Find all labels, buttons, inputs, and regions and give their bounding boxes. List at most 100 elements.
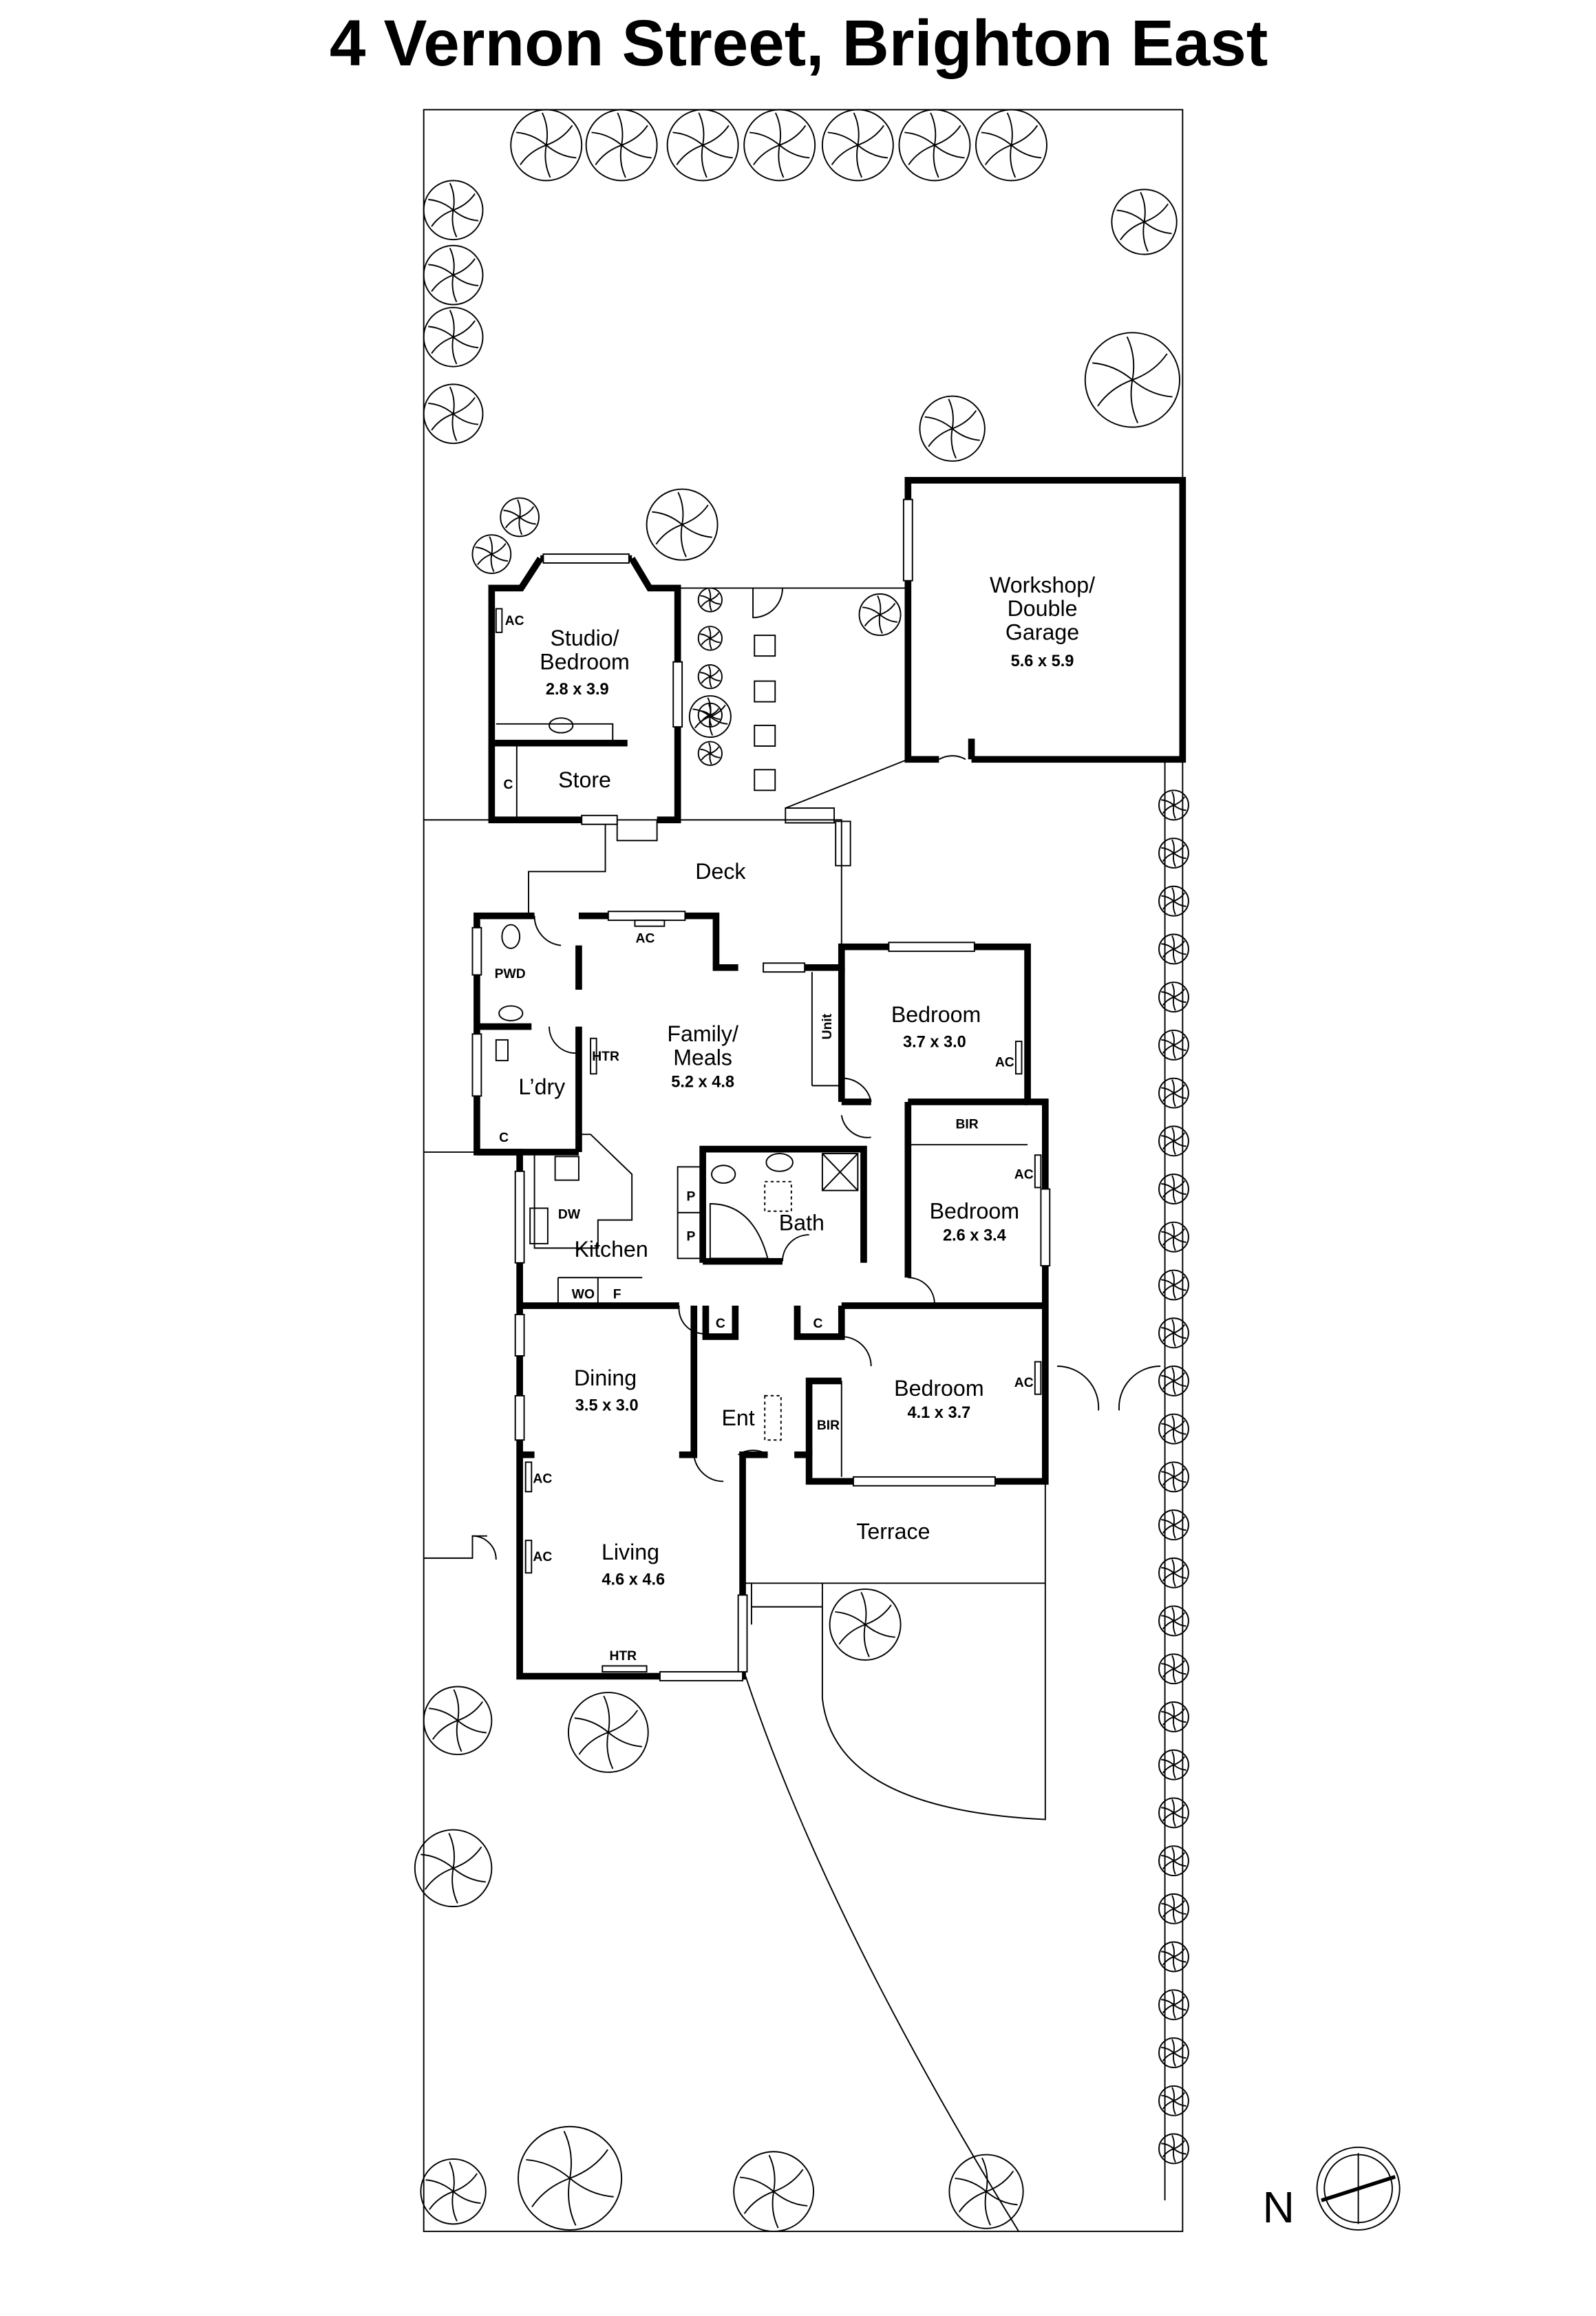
bedroom3-name: Bedroom <box>894 1376 983 1401</box>
garage-building <box>902 477 1187 763</box>
tree-icon <box>697 664 723 690</box>
family-name-2: Meals <box>673 1045 732 1070</box>
tree-icon <box>743 109 816 182</box>
tree-icon <box>1158 1077 1189 1109</box>
tree-icon <box>518 2125 623 2231</box>
tree-icon <box>414 1829 493 1908</box>
family-dims: 5.2 x 4.8 <box>671 1073 734 1091</box>
unit-label: Unit <box>820 1013 835 1039</box>
tree-icon <box>423 383 484 445</box>
bedroom3-bir-label: BIR <box>817 1419 840 1433</box>
pantry-label: P <box>687 1190 696 1204</box>
main-house <box>471 911 1051 1681</box>
entry-name: Ent <box>721 1405 754 1430</box>
tree-icon <box>1158 2133 1189 2165</box>
dining-name: Dining <box>574 1366 637 1390</box>
site-lines <box>423 587 1161 2232</box>
studio-name: Studio/ <box>550 626 619 650</box>
living-name: Living <box>602 1540 659 1564</box>
cupboard-label-2: C <box>813 1317 822 1331</box>
bedroom2-bir-label: BIR <box>956 1118 979 1132</box>
tree-icon <box>1158 838 1189 869</box>
tree-icon <box>423 306 484 368</box>
tree-icon <box>975 109 1047 182</box>
tree-icon <box>1158 1941 1189 1973</box>
tree-icon <box>500 497 540 538</box>
family-htr-label: HTR <box>592 1050 619 1064</box>
tree-icon <box>1158 1317 1189 1349</box>
garage-name-2: Double <box>1008 596 1078 621</box>
tree-icon <box>567 1692 649 1773</box>
kitchen-name: Kitchen <box>574 1237 648 1262</box>
tree-icon <box>423 180 484 241</box>
tree-icon <box>1158 885 1189 917</box>
tree-icon <box>1158 1029 1189 1061</box>
bedroom2-dims: 2.6 x 3.4 <box>943 1226 1006 1244</box>
tree-icon <box>1158 1413 1189 1445</box>
tree-icon <box>666 109 739 182</box>
tree-icon <box>1158 1125 1189 1157</box>
tree-icon <box>697 626 723 651</box>
garage-dims: 5.6 x 5.9 <box>1011 652 1074 670</box>
studio-name-2: Bedroom <box>540 649 629 674</box>
page-title: 4 Vernon Street, Brighton East <box>330 8 1268 80</box>
tree-icon <box>1158 1557 1189 1589</box>
bath-name: Bath <box>779 1211 824 1235</box>
laundry-cupboard-label: C <box>499 1131 509 1145</box>
tree-icon <box>1158 2037 1189 2068</box>
tree-icon <box>1084 332 1181 428</box>
tree-icon <box>585 109 658 182</box>
tree-icon <box>1158 981 1189 1013</box>
wo-label: WO <box>572 1287 595 1302</box>
tree-icon <box>733 2151 814 2233</box>
tree-icon <box>919 395 986 462</box>
dining-dims: 3.5 x 3.0 <box>575 1396 639 1414</box>
tree-icon <box>1158 1221 1189 1253</box>
bedroom1-dims: 3.7 x 3.0 <box>903 1033 966 1051</box>
tree-icon <box>821 109 894 182</box>
tree-icon <box>1158 1845 1189 1877</box>
tree-icon <box>1158 1989 1189 2021</box>
tree-icon <box>471 534 512 574</box>
bedroom1-ac-label: AC <box>995 1055 1014 1070</box>
bedroom2-ac-label: AC <box>1014 1168 1034 1182</box>
tree-icon <box>423 1686 493 1756</box>
living-htr-label: HTR <box>609 1649 637 1664</box>
tree-icon <box>898 109 971 182</box>
tree-icon <box>1158 1366 1189 1396</box>
fridge-label: F <box>613 1287 621 1302</box>
tree-icon <box>948 2154 1024 2229</box>
cupboard-label-1: C <box>716 1317 725 1331</box>
bedroom1-name: Bedroom <box>891 1002 981 1027</box>
tree-icon <box>697 587 723 613</box>
studio-ac-label: AC <box>505 614 524 628</box>
tree-icon <box>1158 2085 1189 2116</box>
dw-label: DW <box>558 1207 581 1222</box>
garage-name: Workshop/ <box>990 573 1095 597</box>
tree-icon <box>1158 1605 1189 1637</box>
tree-icon <box>420 2158 487 2225</box>
pantry-label-2: P <box>687 1230 696 1244</box>
tree-icon <box>1158 933 1189 965</box>
tree-icon <box>510 109 583 182</box>
tree-icon <box>423 244 484 306</box>
tree-icon <box>1158 1269 1189 1301</box>
compass-label: N <box>1263 2182 1295 2232</box>
pwd-label: PWD <box>495 967 526 981</box>
store-cupboard-label: C <box>504 778 513 792</box>
garage-name-3: Garage <box>1006 620 1079 645</box>
studio-building <box>488 553 683 825</box>
tree-icon <box>697 702 723 728</box>
tree-icon <box>1158 1173 1189 1204</box>
tree-icon <box>1158 1701 1189 1732</box>
tree-icon <box>1111 189 1178 255</box>
tree-icon <box>1158 1653 1189 1685</box>
bedroom3-dims: 4.1 x 3.7 <box>907 1403 970 1421</box>
bedroom3-ac-label: AC <box>1014 1376 1034 1390</box>
tree-icon <box>1158 1749 1189 1781</box>
tree-icon <box>858 593 902 637</box>
deck-name: Deck <box>695 859 746 884</box>
tree-icon <box>1158 1797 1189 1829</box>
tree-icon <box>1158 1509 1189 1541</box>
